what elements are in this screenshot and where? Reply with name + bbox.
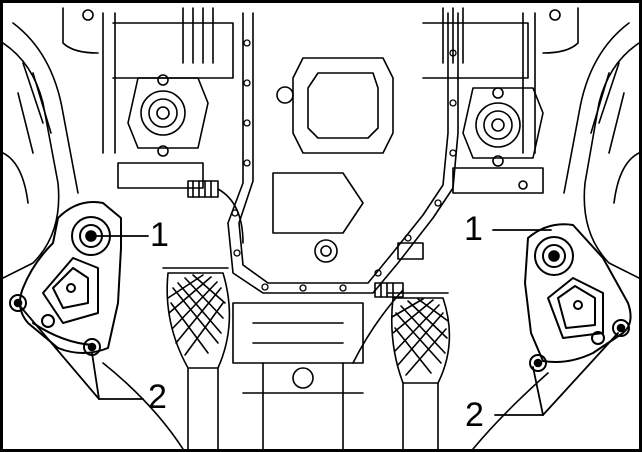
leader-left-bolt-a <box>19 305 100 400</box>
left-upper-mount <box>117 74 209 189</box>
left-frame-rail <box>3 22 79 279</box>
wiring-connectors <box>187 180 424 364</box>
pan-bolts <box>231 39 457 292</box>
engine-underside-illustration <box>3 7 639 449</box>
callout-right-nut: 1 <box>464 210 483 248</box>
upper-structure <box>62 7 579 154</box>
callout-right-bolts: 2 <box>465 396 484 434</box>
right-mount-nut <box>534 236 574 276</box>
leader-left-bolt-b <box>91 352 100 400</box>
right-exhaust <box>387 292 451 449</box>
leader-lines <box>19 229 619 416</box>
lower-drivetrain <box>102 302 549 449</box>
callout-left-nut: 1 <box>150 216 169 254</box>
oil-pan <box>227 12 459 294</box>
left-mount-bolts <box>9 294 101 356</box>
right-engine-mount <box>524 223 632 363</box>
right-upper-mount <box>452 87 544 194</box>
right-mount-bolts <box>529 319 630 372</box>
callout-left-bolts: 2 <box>148 378 167 416</box>
right-frame-rail <box>563 22 639 279</box>
left-exhaust <box>162 267 231 449</box>
leader-right-bolt-b <box>542 332 619 416</box>
leader-right-bolt-a <box>532 366 544 416</box>
